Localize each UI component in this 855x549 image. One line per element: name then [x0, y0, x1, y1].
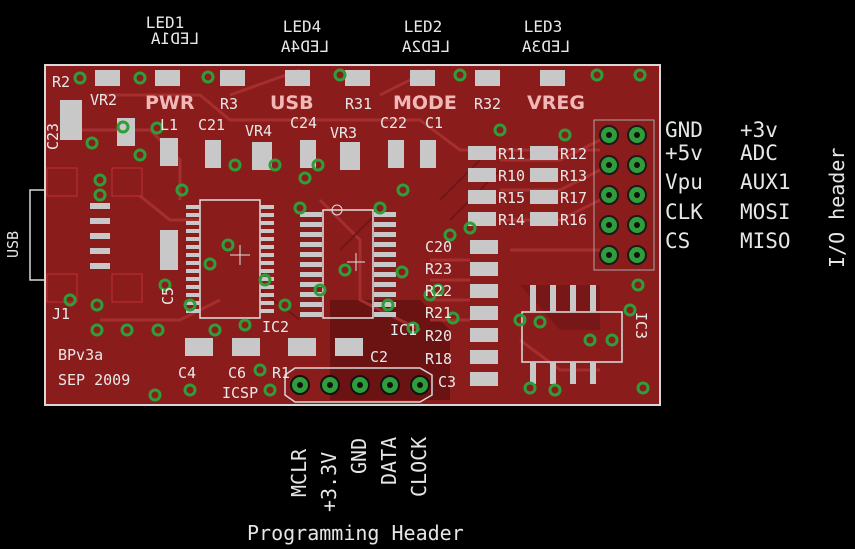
- prog-pin-data: DATA: [377, 437, 401, 485]
- label-r32: R32: [474, 95, 501, 113]
- led1-name: LED1: [146, 13, 185, 32]
- label-r22: R22: [425, 282, 452, 300]
- cap-pads: [60, 100, 436, 356]
- programming-header-title: Programming Header: [247, 521, 464, 545]
- label-c1: C1: [425, 114, 443, 132]
- usb-connector: [29, 167, 143, 303]
- label-vr2: VR2: [90, 91, 117, 109]
- label-pwr: PWR: [145, 92, 195, 114]
- label-c23: C23: [44, 123, 62, 150]
- label-version: BPv3a: [58, 346, 103, 364]
- label-r17: R17: [560, 189, 587, 207]
- label-r21: R21: [425, 304, 452, 322]
- io-row-2-right: ADC: [740, 141, 778, 165]
- led4-value: LED4A: [281, 37, 330, 56]
- io-row-3-left: Vpu: [665, 170, 703, 194]
- io-row-4-left: CLK: [665, 200, 703, 224]
- label-mode: MODE: [393, 92, 457, 114]
- label-c21: C21: [198, 116, 225, 134]
- io-row-5-right: MISO: [740, 229, 791, 253]
- label-r3: R3: [220, 95, 238, 113]
- label-r15: R15: [498, 189, 525, 207]
- io-header-pins: [593, 119, 655, 271]
- component-labels: R2 VR2 PWR R3 USB R31 MODE R32 VREG C23 …: [44, 73, 650, 402]
- label-r1: R1: [272, 364, 290, 382]
- label-r12: R12: [560, 145, 587, 163]
- label-c20: C20: [425, 238, 452, 256]
- label-r13: R13: [560, 167, 587, 185]
- label-r31: R31: [345, 95, 372, 113]
- led1-value: LED1A: [151, 29, 200, 48]
- prog-pin-gnd: GND: [347, 438, 371, 474]
- resistor-pads: [468, 146, 558, 386]
- label-c22: C22: [380, 114, 407, 132]
- programming-header-labels: MCLR +3.3V GND DATA CLOCK Programming He…: [247, 437, 464, 545]
- prog-pin-clock: CLOCK: [407, 437, 431, 497]
- icsp-pins: [284, 367, 433, 403]
- led2-value: LED2A: [402, 37, 451, 56]
- ic2-chip: [186, 199, 274, 319]
- label-r2: R2: [52, 73, 70, 91]
- io-row-3-right: AUX1: [740, 170, 791, 194]
- io-row-5-left: CS: [665, 229, 690, 253]
- prog-pin-mclr: MCLR: [287, 448, 311, 497]
- label-r10: R10: [498, 167, 525, 185]
- label-ic2: IC2: [262, 318, 289, 336]
- vias: [63, 68, 650, 402]
- label-l1: L1: [160, 116, 178, 134]
- label-j1: J1: [52, 305, 70, 323]
- label-ic1: IC1: [390, 321, 417, 339]
- label-c2: C2: [370, 348, 388, 366]
- led2-name: LED2: [404, 17, 443, 36]
- label-c6: C6: [228, 364, 246, 382]
- prog-pin-3v3: +3.3V: [317, 452, 341, 512]
- label-vr3: VR3: [330, 124, 357, 142]
- io-row-1-left: GND: [665, 118, 703, 142]
- led3-name: LED3: [524, 17, 563, 36]
- io-header-title: I/O header: [825, 148, 849, 268]
- label-ic3: IC3: [632, 312, 650, 339]
- label-date: SEP 2009: [58, 371, 130, 389]
- label-usb: USB: [270, 92, 314, 114]
- ic1-chip: [300, 204, 396, 319]
- label-vreg: VREG: [527, 92, 585, 114]
- label-r16: R16: [560, 211, 587, 229]
- ic3-chip: [521, 285, 623, 384]
- io-header-labels: GND +3v +5v ADC Vpu AUX1 CLK MOSI CS MIS…: [665, 118, 849, 268]
- board: [44, 64, 661, 406]
- led-labels: LED1 LED4 LED2 LED3 LED1A LED4A LED2A LE…: [146, 13, 570, 56]
- io-row-2-left: +5v: [665, 141, 703, 165]
- label-vr4: VR4: [245, 122, 272, 140]
- label-r18: R18: [425, 350, 452, 368]
- led3-value: LED3A: [522, 37, 571, 56]
- label-r23: R23: [425, 260, 452, 278]
- led4-name: LED4: [283, 17, 322, 36]
- label-c3: C3: [438, 373, 456, 391]
- label-c24: C24: [290, 114, 317, 132]
- label-r11: R11: [498, 145, 525, 163]
- label-r14: R14: [498, 211, 525, 229]
- label-c4: C4: [178, 364, 196, 382]
- label-c5: C5: [159, 287, 177, 305]
- io-row-1-right: +3v: [740, 118, 778, 142]
- label-icsp: ICSP: [222, 384, 258, 402]
- io-row-4-right: MOSI: [740, 200, 791, 224]
- usb-side-label: USB: [4, 231, 22, 258]
- label-r20: R20: [425, 327, 452, 345]
- led-pads: [95, 70, 565, 86]
